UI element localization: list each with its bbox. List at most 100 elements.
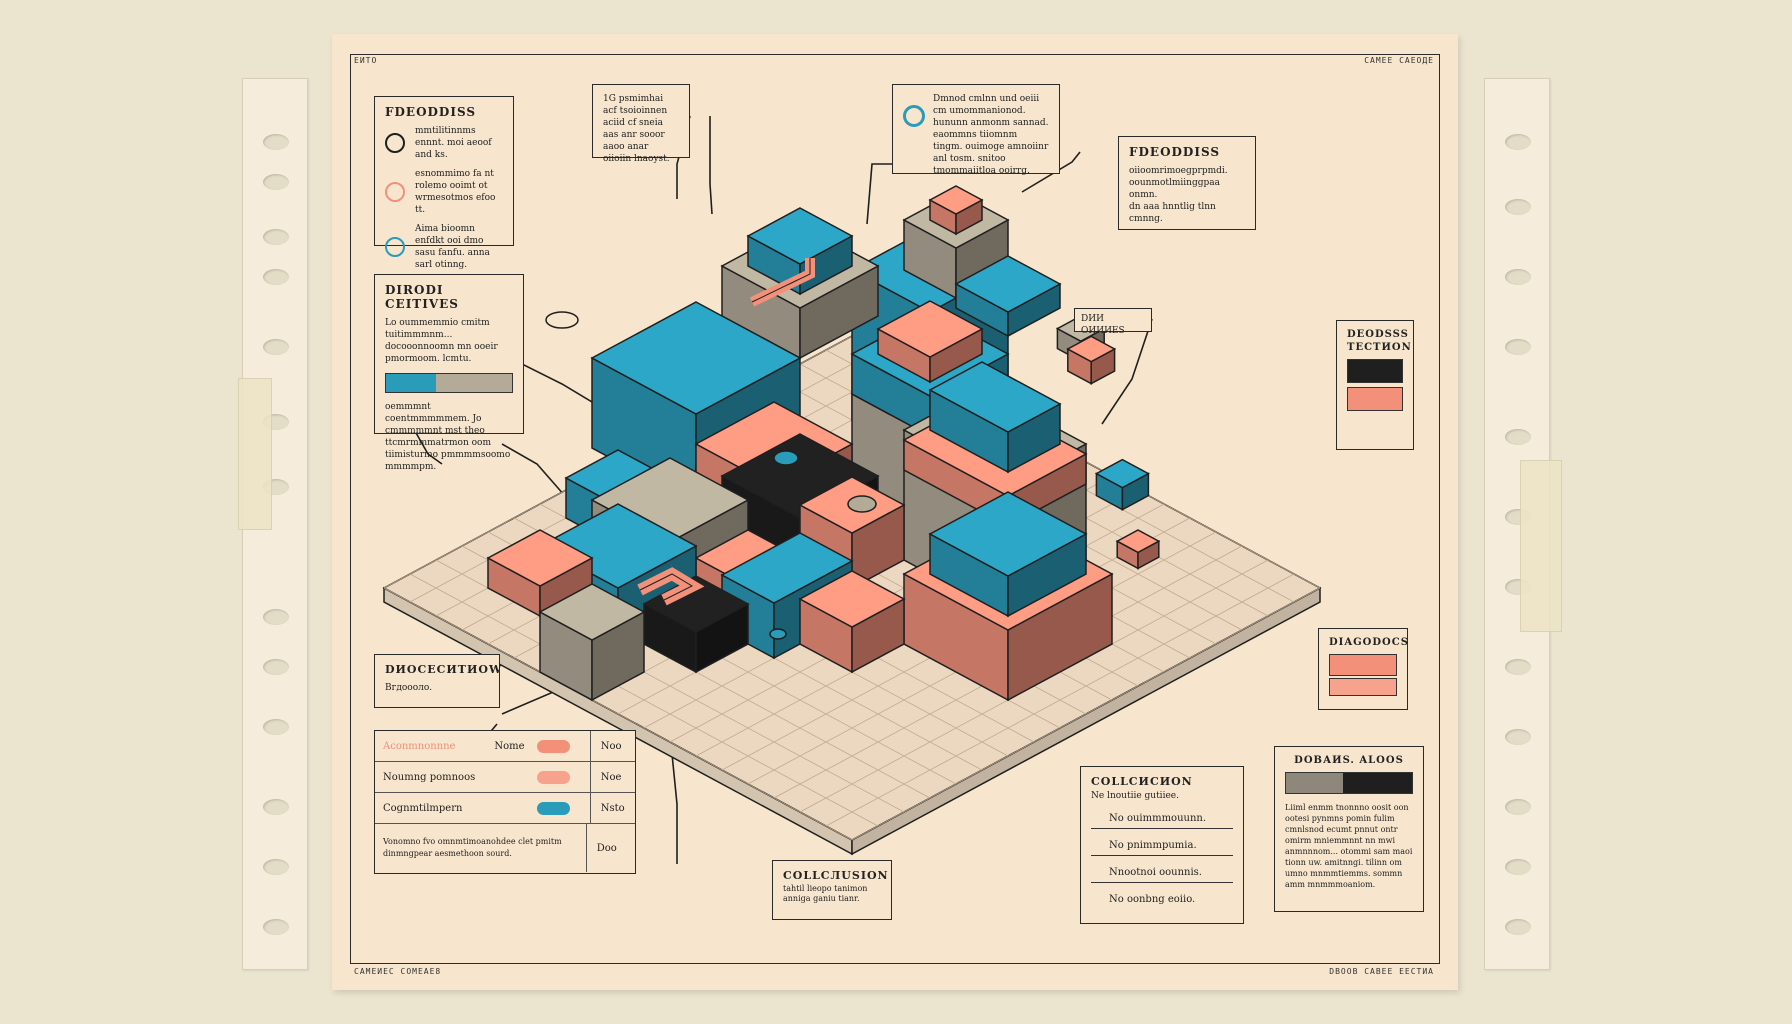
conclusion-item: No ouimmmouunn. (1091, 806, 1233, 829)
isometric-diagram (382, 115, 1322, 864)
floating-cube-teal-right-face-top (1094, 458, 1150, 489)
notes-center-row: Dmnod cmlnn und oeiii cm umommanionod. h… (903, 93, 1049, 177)
features-legend-title: FDEODDISS (385, 105, 477, 119)
status-pill-coral (537, 739, 570, 753)
block-coral-bottom-face-top (486, 529, 594, 587)
grid-line (825, 573, 1295, 827)
tower-right-cap-face-top (928, 361, 1062, 433)
diagnosis-swatch-coral-light (1329, 678, 1397, 696)
corner-label-bottom-left: CАМЕИЕС CОМЕАЕ8 (354, 967, 442, 976)
punch-hole (263, 859, 289, 875)
tape-right (1520, 460, 1562, 632)
block-teal-front-right-face-top (720, 532, 854, 604)
features-right-panel: FDEODDISS oiioomrimoegprpmdi. oounmotlmi… (1118, 136, 1256, 230)
table-row: Aconmnonnne Nome Noo (375, 731, 635, 762)
pipe-outline (751, 258, 811, 303)
corner-label-top-right: CАМЕЕ CАЕОДЕ (1364, 56, 1434, 65)
diagnosis-title: DIAGОDOCS (1329, 637, 1409, 648)
teal-ring-icon (903, 105, 925, 127)
introduction-text: Вгдоооло. (385, 683, 433, 693)
block-teal-left-face-top (590, 301, 802, 415)
assignments-table: Aconmnonnne Nome Noo Noumng pomnoos Noe … (374, 730, 636, 874)
punch-hole (263, 799, 289, 815)
conclusion-mid-panel: COLLCИСИОN Ne lnoutiie gutiiee. No ouimm… (1080, 766, 1244, 924)
grid-line (383, 587, 853, 841)
floating-cube-coral-right-face-top (1115, 529, 1161, 554)
conclusion-item: Nnootnoi oounnis. (1091, 860, 1233, 883)
legend-item-text: Aima bioomn enfdkt ooi dmo sasu fanfu. a… (415, 224, 490, 270)
disc-taupe (847, 495, 877, 513)
table-row-footer: Vonomno fvo omnmtimoanohdee clet pmitm d… (375, 824, 635, 872)
section-key-panel: DEОDSSS ТЕСТИОN (1336, 320, 1414, 450)
punch-hole (1505, 269, 1531, 285)
block-teal-right-face-top (928, 491, 1088, 577)
punch-hole (263, 174, 289, 190)
progress-fill-taupe (436, 374, 512, 392)
conclusion-item: No oonbng eoiio. (1109, 894, 1196, 905)
conclusion-item: No pnimmpumia. (1091, 833, 1233, 856)
punch-hole (263, 659, 289, 675)
table-cell-value: Nome (494, 740, 525, 752)
conclusion-bottom-panel: COLLCЛUSION tahtil lieopo tanimon anniga… (772, 860, 892, 920)
features-legend-panel: FDEODDISS mmtilitinnms ennnt. moi aeoof … (374, 96, 514, 270)
status-pill-teal (537, 801, 570, 815)
tape-left (238, 378, 272, 530)
punch-hole (1505, 429, 1531, 445)
swatch-ink (1347, 359, 1403, 383)
introduction-title: DИОСЕСИТИОW (385, 663, 503, 676)
pillar-coral-top-face-top (876, 300, 984, 358)
punch-hole (1505, 859, 1531, 875)
table-footer-label: Vonomno fvo omnmtimoanohdee clet pmitm d… (383, 837, 562, 858)
table-cell-label: Noumng pomnoos (383, 771, 476, 783)
floating-cube-coral-face-top (1066, 335, 1117, 363)
table-cell-note: Nsto (589, 793, 635, 823)
iso-scene (382, 185, 1322, 856)
legend-item: Aima bioomn enfdkt ooi dmo sasu fanfu. a… (385, 223, 503, 271)
doubts-log-panel: DОВАИS. ALOOS Liiml enmm tnonnno oosit o… (1274, 746, 1424, 912)
diagnosis-panel: DIAGОDOCS (1318, 628, 1408, 710)
notes-panel-center: Dmnod cmlnn und oeiii cm umommanionod. h… (892, 84, 1060, 177)
table-cell-note: Noe (589, 762, 635, 792)
doubts-log-title: DОВАИS. ALOOS (1294, 755, 1404, 766)
bar-fill-ink (1342, 773, 1412, 793)
legend-dot-coral (385, 182, 405, 202)
punch-hole (1505, 339, 1531, 355)
status-pill-coral (537, 770, 570, 784)
punch-hole (263, 339, 289, 355)
swatch-coral (1347, 387, 1403, 411)
directives-text-bottom: oemmmnt coentmmmmmem. Jo cmmmmmnt mst th… (385, 402, 511, 472)
legend-item-text: mmtilitinnms ennnt. moi aeoof and ks. (415, 126, 492, 160)
punch-hole (1505, 659, 1531, 675)
punch-hole (1505, 729, 1531, 745)
features-right-item: oounmotlmiinggpaa onmn. (1129, 178, 1220, 200)
block-taupe-bottom-face-top (538, 583, 646, 641)
notes-top-text: 1G psmimhai acf tsoioinnen aciid cf snei… (603, 94, 670, 164)
diagram-sheet: ЕИТО CАМЕЕ CАЕОДЕ CАМЕИЕС CОМЕАЕ8 DВООВ … (332, 34, 1458, 990)
grid-line (409, 573, 879, 827)
table-footer-note: Doo (585, 824, 635, 872)
directives-progress-bar (385, 373, 513, 393)
doubts-log-text: Liiml enmm tnonnno oosit oon ootesi pynm… (1285, 803, 1413, 889)
sheet-frame (350, 54, 1440, 964)
punch-hole (1505, 919, 1531, 935)
disc-teal (773, 450, 799, 466)
features-right-title: FDEODDISS (1129, 145, 1221, 159)
table-row: Noumng pomnoos Noe (375, 762, 635, 793)
table-row: Cognmtilmpern Nsto (375, 793, 635, 824)
punch-hole (263, 719, 289, 735)
block-coral-front-right-face-top (798, 570, 906, 628)
diagnosis-swatch-coral (1329, 654, 1397, 676)
table-cell-label: Aconmnonnne (383, 740, 456, 752)
bar-fill-taupe (1286, 773, 1343, 793)
legend-item: esnommimo fa nt rolemo ooimt ot wrmesotm… (385, 168, 503, 216)
table-cell-note: Noo (589, 731, 635, 761)
corner-label-top-left: ЕИТО (354, 56, 378, 65)
introduction-panel: DИОСЕСИТИОW Вгдоооло. (374, 654, 503, 708)
progress-fill-teal (386, 374, 437, 392)
directives-title: DIRODI CEITIVES (385, 283, 459, 311)
table-cell-label: Cognmtilmpern (383, 802, 463, 814)
punch-hole (263, 134, 289, 150)
punch-hole (263, 229, 289, 245)
legend-dot-ink (385, 133, 405, 153)
directives-text-top: Lo oummemmio cmitm tuitimmmnm... docooon… (385, 318, 498, 364)
